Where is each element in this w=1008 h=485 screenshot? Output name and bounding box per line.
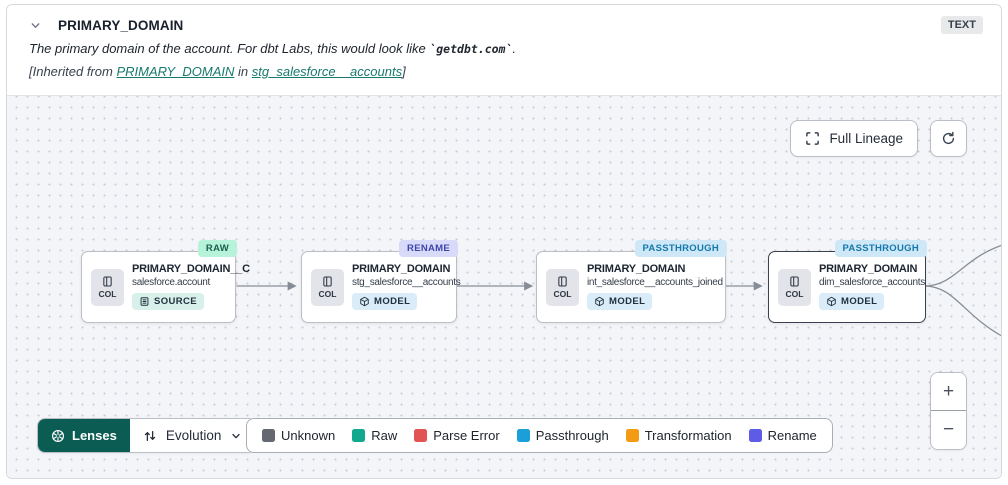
- column-chip: COL: [778, 268, 811, 306]
- edge-dim-downstream-upper: [924, 244, 1001, 287]
- resource-tag-model: MODEL: [587, 292, 653, 310]
- lenses-button[interactable]: Lenses: [38, 419, 130, 452]
- legend-item-raw: Raw: [352, 428, 397, 443]
- lenses-label: Lenses: [72, 428, 117, 443]
- legend-label: Passthrough: [535, 428, 609, 443]
- node-column-name: PRIMARY_DOMAIN: [819, 262, 918, 275]
- legend-item-unknown: Unknown: [262, 428, 335, 443]
- lineage-node-int[interactable]: PASSTHROUGH COL PRIMARY_DOMAIN int_sales…: [536, 240, 727, 323]
- column-chip-label: COL: [98, 289, 117, 299]
- edge-dim-downstream-lower: [924, 285, 1001, 337]
- resource-label: MODEL: [841, 295, 878, 307]
- node-column-name: PRIMARY_DOMAIN: [587, 262, 686, 275]
- columns-icon: [790, 276, 799, 287]
- lineage-node-dim[interactable]: PASSTHROUGH COL PRIMARY_DOMAIN dim_sales…: [768, 240, 927, 323]
- source-icon: [140, 296, 149, 306]
- stage-badge-passthrough: PASSTHROUGH: [634, 240, 727, 257]
- stage-badge-rename: RENAME: [399, 240, 458, 257]
- column-chip: COL: [91, 268, 124, 306]
- chevron-down-icon[interactable]: [29, 19, 42, 32]
- evolution-label: Evolution: [165, 428, 222, 443]
- node-model-name: int_salesforce__accounts_joined: [587, 276, 723, 288]
- column-chip-label: COL: [318, 289, 337, 299]
- legend-label: Raw: [371, 428, 398, 443]
- resource-tag-source: SOURCE: [132, 292, 205, 310]
- legend-label: Transformation: [644, 428, 732, 443]
- lens-legend: Unknown Raw Parse Error Passthrough Tran…: [246, 418, 833, 453]
- node-model-name: dim_salesforce_accounts: [819, 276, 925, 288]
- column-chip: COL: [546, 268, 579, 306]
- node-model-name: salesforce.account: [132, 276, 210, 288]
- legend-item-parse-error: Parse Error: [414, 428, 500, 443]
- lenses-control-group: Lenses Evolution: [37, 418, 257, 453]
- column-name-title: PRIMARY_DOMAIN: [58, 17, 184, 33]
- legend-label: Parse Error: [433, 428, 500, 443]
- inherited-column-link[interactable]: PRIMARY_DOMAIN: [116, 64, 235, 79]
- resource-label: MODEL: [374, 295, 411, 307]
- full-lineage-label: Full Lineage: [829, 131, 903, 146]
- zoom-out-button[interactable]: −: [931, 411, 966, 449]
- lineage-edges: [236, 244, 1001, 337]
- columns-icon: [558, 276, 567, 287]
- lineage-node-source[interactable]: RAW COL PRIMARY_DOMAIN__C salesforce.acc…: [81, 240, 250, 323]
- canvas-toolbar: Full Lineage: [790, 120, 967, 157]
- full-lineage-button[interactable]: Full Lineage: [790, 120, 918, 157]
- column-chip-label: COL: [785, 289, 804, 299]
- legend-swatch: [262, 429, 275, 442]
- legend-swatch: [748, 429, 762, 442]
- model-cube-icon: [595, 296, 604, 306]
- legend-swatch: [414, 429, 428, 442]
- legend-label: Unknown: [281, 428, 336, 443]
- zoom-controls: + −: [930, 372, 967, 450]
- node-model-name: stg_salesforce__accounts: [352, 276, 461, 288]
- inline-code: `getdbt.com`: [429, 42, 513, 56]
- node-column-name: PRIMARY_DOMAIN: [352, 262, 451, 275]
- resource-tag-model: MODEL: [819, 292, 885, 310]
- inherited-prefix: [Inherited from: [29, 64, 117, 79]
- inherited-suffix: ]: [402, 64, 406, 79]
- description-text: The primary domain of the account. For d…: [29, 41, 430, 56]
- refresh-button[interactable]: [930, 120, 967, 157]
- evolution-dropdown[interactable]: Evolution: [129, 419, 256, 452]
- inherited-middle: in: [234, 64, 252, 79]
- legend-label: Rename: [767, 428, 817, 443]
- stage-badge-raw: RAW: [197, 240, 237, 257]
- lineage-node-stg[interactable]: RENAME COL PRIMARY_DOMAIN stg_salesforce…: [301, 240, 461, 323]
- node-column-name: PRIMARY_DOMAIN__C: [132, 262, 250, 275]
- legend-item-transformation: Transformation: [625, 428, 732, 443]
- column-type-badge: TEXT: [940, 16, 983, 34]
- refresh-icon: [942, 131, 955, 145]
- model-cube-icon: [827, 296, 836, 306]
- column-chip: COL: [311, 268, 344, 306]
- lineage-canvas[interactable]: Full Lineage RAW COL PRIMARY_DOMAIN__C s…: [7, 95, 1001, 478]
- chevron-down-icon: [232, 433, 240, 438]
- zoom-in-button[interactable]: +: [931, 373, 966, 411]
- inherited-model-link[interactable]: stg_salesforce__accounts: [251, 64, 403, 79]
- legend-swatch: [516, 429, 530, 442]
- column-details-panel: PRIMARY_DOMAIN TEXT The primary domain o…: [6, 4, 1002, 479]
- panel-header: PRIMARY_DOMAIN TEXT The primary domain o…: [7, 5, 1001, 95]
- resource-tag-model: MODEL: [352, 292, 418, 310]
- legend-swatch: [625, 429, 639, 442]
- legend-item-passthrough: Passthrough: [516, 428, 609, 443]
- column-chip-label: COL: [553, 289, 572, 299]
- description-period: .: [512, 41, 517, 56]
- resource-label: SOURCE: [154, 295, 198, 307]
- inherited-note: [Inherited from PRIMARY_DOMAIN in stg_sa…: [29, 64, 983, 79]
- legend-swatch: [352, 429, 366, 442]
- model-cube-icon: [360, 296, 369, 306]
- stage-badge-passthrough: PASSTHROUGH: [834, 240, 927, 257]
- columns-icon: [103, 276, 112, 287]
- columns-icon: [323, 276, 332, 287]
- aperture-icon: [52, 429, 64, 442]
- legend-item-rename: Rename: [748, 428, 817, 443]
- evolution-icon: [144, 430, 155, 441]
- expand-icon: [806, 132, 820, 145]
- column-description: The primary domain of the account. For d…: [29, 41, 983, 56]
- resource-label: MODEL: [609, 295, 646, 307]
